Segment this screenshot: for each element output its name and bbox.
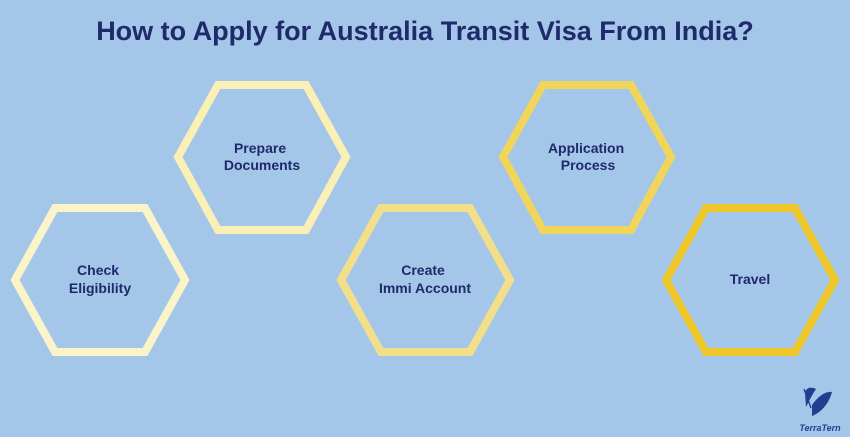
hexagon-shape <box>173 81 351 234</box>
step-label-line: Create <box>401 262 445 278</box>
step-label-line: Process <box>561 157 616 173</box>
step-label-line: Immi Account <box>379 280 471 296</box>
butterfly-icon <box>803 387 832 416</box>
step-check-eligibility: Check Eligibility <box>10 204 190 356</box>
step-label-line: Eligibility <box>69 280 131 296</box>
step-label: Travel <box>730 271 770 287</box>
logo-text: TerraTern <box>799 423 841 433</box>
step-label-line: Prepare <box>234 140 286 156</box>
page-title: How to Apply for Australia Transit Visa … <box>96 16 754 46</box>
hexagon-shape <box>336 204 515 356</box>
hexagon-shape <box>10 204 190 356</box>
step-label: Application Process <box>548 140 628 173</box>
step-label-line: Travel <box>730 271 770 287</box>
step-label: Prepare Documents <box>224 140 300 173</box>
step-label: Check Eligibility <box>69 262 131 296</box>
step-label-line: Application <box>548 140 624 156</box>
step-hexagons: Check Eligibility Prepare Documents Crea… <box>10 81 840 356</box>
step-prepare-documents: Prepare Documents <box>173 81 351 234</box>
step-label-line: Check <box>77 262 119 278</box>
step-label-line: Documents <box>224 157 300 173</box>
step-label: Create Immi Account <box>379 262 471 296</box>
step-application-process: Application Process <box>498 81 676 234</box>
terratern-logo: TerraTern <box>799 387 841 433</box>
hexagon-shape <box>661 204 840 356</box>
hexagon-shape <box>498 81 676 234</box>
step-create-immi-account: Create Immi Account <box>336 204 515 356</box>
step-travel: Travel <box>661 204 840 356</box>
